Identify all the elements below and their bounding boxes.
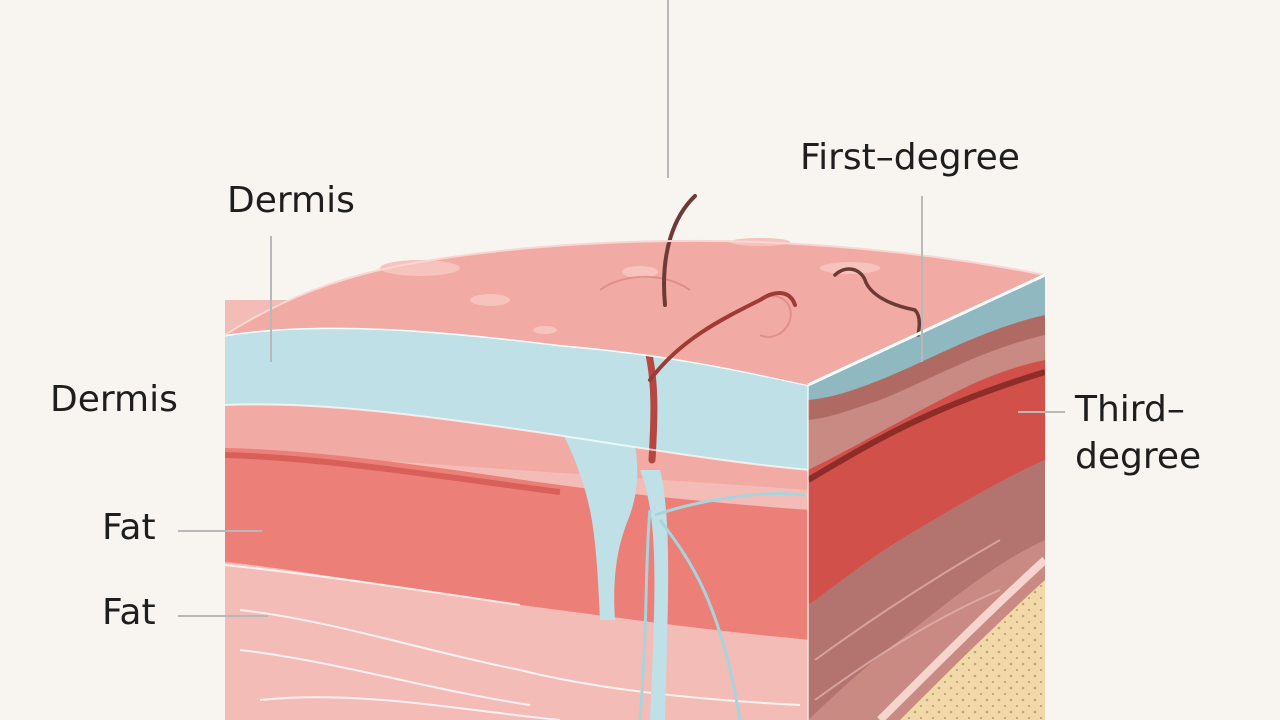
label-fat-lower: Fat — [102, 592, 156, 633]
third-degree-burn-zone — [808, 360, 1045, 605]
label-dermis-left: Dermis — [50, 379, 178, 420]
leader-lines — [178, 0, 1065, 617]
label-first-degree: First–degree — [800, 137, 1020, 178]
label-third-degree: Third–degree — [1075, 389, 1202, 477]
label-fat-upper: Fat — [102, 507, 156, 548]
fat-yellow-layer — [900, 580, 1045, 720]
side-face-layers — [808, 275, 1045, 720]
epidermis-surface — [225, 240, 1045, 385]
label-dermis-top: Dermis — [227, 180, 355, 221]
burn-mark-curl — [662, 194, 697, 307]
front-face-layers — [225, 300, 810, 720]
